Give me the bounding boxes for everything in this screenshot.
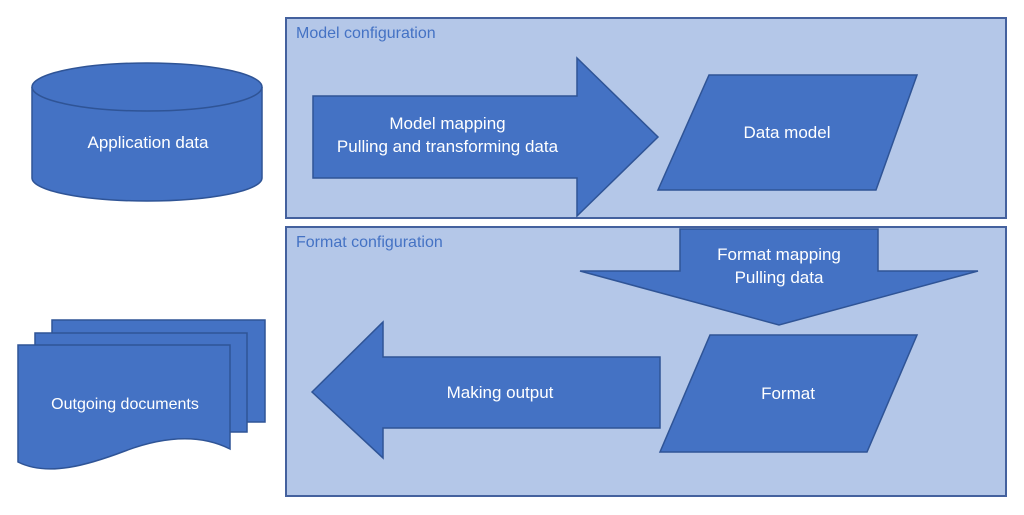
making-output-label: Making output [446,383,554,402]
cylinder-body [31,87,263,202]
format-mapping-arrow-down [579,228,979,326]
format-mapping-line1: Format mapping [717,245,841,264]
format-mapping-line2: Pulling data [734,268,824,287]
model-mapping-arrow-label: Model mapping Pulling and transforming d… [300,112,595,158]
outgoing-documents-stack [17,319,266,470]
format-configuration-title: Format configuration [296,234,443,251]
format-parallelogram [658,334,919,453]
model-mapping-line2: Pulling and transforming data [336,137,559,156]
making-output-arrow-left [310,320,661,460]
model-configuration-title: Model configuration [296,25,436,42]
data-model-parallelogram [656,74,919,191]
cylinder-top [31,62,263,112]
outgoing-documents-label: Outgoing documents [51,396,199,413]
application-data-cylinder [31,62,263,202]
document-front [17,344,231,470]
format-mapping-arrow-label: Format mapping Pulling data [654,243,904,289]
data-model-label: Data model [743,123,831,142]
model-mapping-arrow-right [312,56,660,218]
application-data-label: Application data [87,133,209,152]
model-mapping-line1: Model mapping [389,114,506,133]
format-label: Format [761,384,815,403]
